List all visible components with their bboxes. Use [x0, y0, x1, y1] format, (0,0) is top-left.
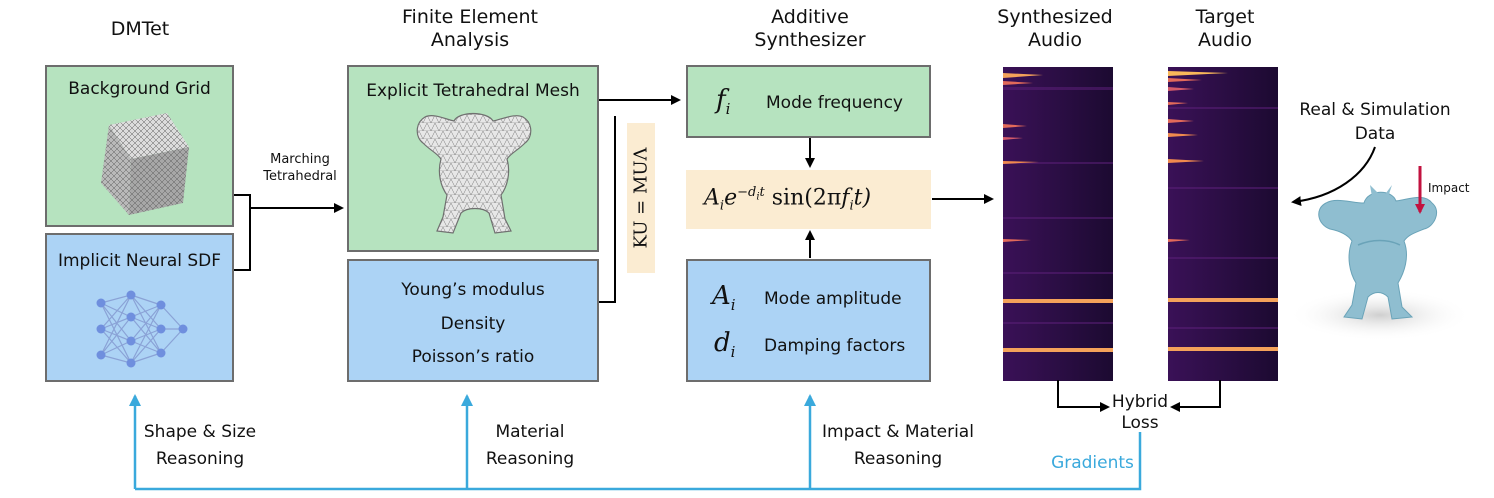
marching-tetrahedral-label: Marching Tetrahedral [263, 152, 337, 184]
mode-amplitude-label: Mode amplitude [764, 289, 902, 309]
hybrid-loss-arrows [1057, 380, 1221, 412]
amplitude-damping-box: Ai Mode amplitude di Damping factors [686, 259, 931, 382]
real-sim-data-label: Real & Simulation Data [1299, 100, 1451, 144]
mode-frequency-label: Mode frequency [766, 93, 903, 113]
synthesis-formula: Aie−dit sin(2πfit) [704, 185, 872, 214]
synth-arrows [805, 138, 994, 258]
hybrid-loss-label: Hybrid Loss [1111, 392, 1169, 433]
material-young-modulus: Young’s modulus [401, 280, 545, 300]
header-fea: Finite Element Analysis [402, 6, 538, 51]
eigen-equation-text: KU = MUΛ [630, 147, 652, 249]
impact-label: Impact [1428, 181, 1470, 195]
fea-bracket-lines [599, 95, 681, 303]
armadillo-model-icon [1292, 185, 1472, 341]
armadillo-mesh-icon [416, 112, 532, 234]
implicit-sdf-box: Implicit Neural SDF [45, 233, 234, 382]
eigen-equation-box: KU = MUΛ [627, 123, 655, 273]
freq-symbol: fi [716, 85, 731, 119]
neural-network-icon [96, 290, 188, 368]
header-additive: Additive Synthesizer [754, 6, 866, 51]
damp-symbol: di [714, 328, 736, 362]
implicit-sdf-label: Implicit Neural SDF [57, 251, 222, 271]
header-synth-audio: Synthesized Audio [997, 6, 1113, 51]
impact-arrow [1415, 166, 1425, 214]
damping-factors-label: Damping factors [764, 336, 906, 356]
gradient-feedback-lines [129, 394, 1142, 491]
explicit-mesh-box: Explicit Tetrahedral Mesh [347, 65, 599, 252]
background-grid-label: Background Grid [68, 79, 211, 99]
real-sim-arrow [1291, 146, 1376, 207]
material-density: Density [440, 314, 506, 334]
material-params-box: Young’s modulus Density Poisson’s ratio [347, 259, 599, 382]
target-spectrogram [1168, 67, 1278, 381]
shape-size-reasoning-label: Shape & Size Reasoning [143, 422, 257, 469]
header-target-audio: Target Audio [1195, 6, 1255, 51]
material-reasoning-label: Material Reasoning [485, 422, 575, 469]
explicit-mesh-label: Explicit Tetrahedral Mesh [366, 81, 580, 101]
impact-material-reasoning-label: Impact & Material Reasoning [822, 422, 974, 469]
dmtet-connector-lines [234, 194, 344, 271]
background-grid-box: Background Grid [45, 65, 234, 227]
grid-cube-icon [101, 113, 189, 215]
amp-symbol: Ai [712, 281, 736, 315]
material-poisson-ratio: Poisson’s ratio [411, 347, 535, 367]
header-dmtet: DMTet [110, 18, 170, 40]
synthesized-spectrogram [1003, 67, 1113, 381]
mode-frequency-box: fi Mode frequency [686, 65, 931, 138]
synthesis-formula-box: Aie−dit sin(2πfit) [686, 170, 931, 229]
gradients-label: Gradients [1051, 453, 1134, 473]
